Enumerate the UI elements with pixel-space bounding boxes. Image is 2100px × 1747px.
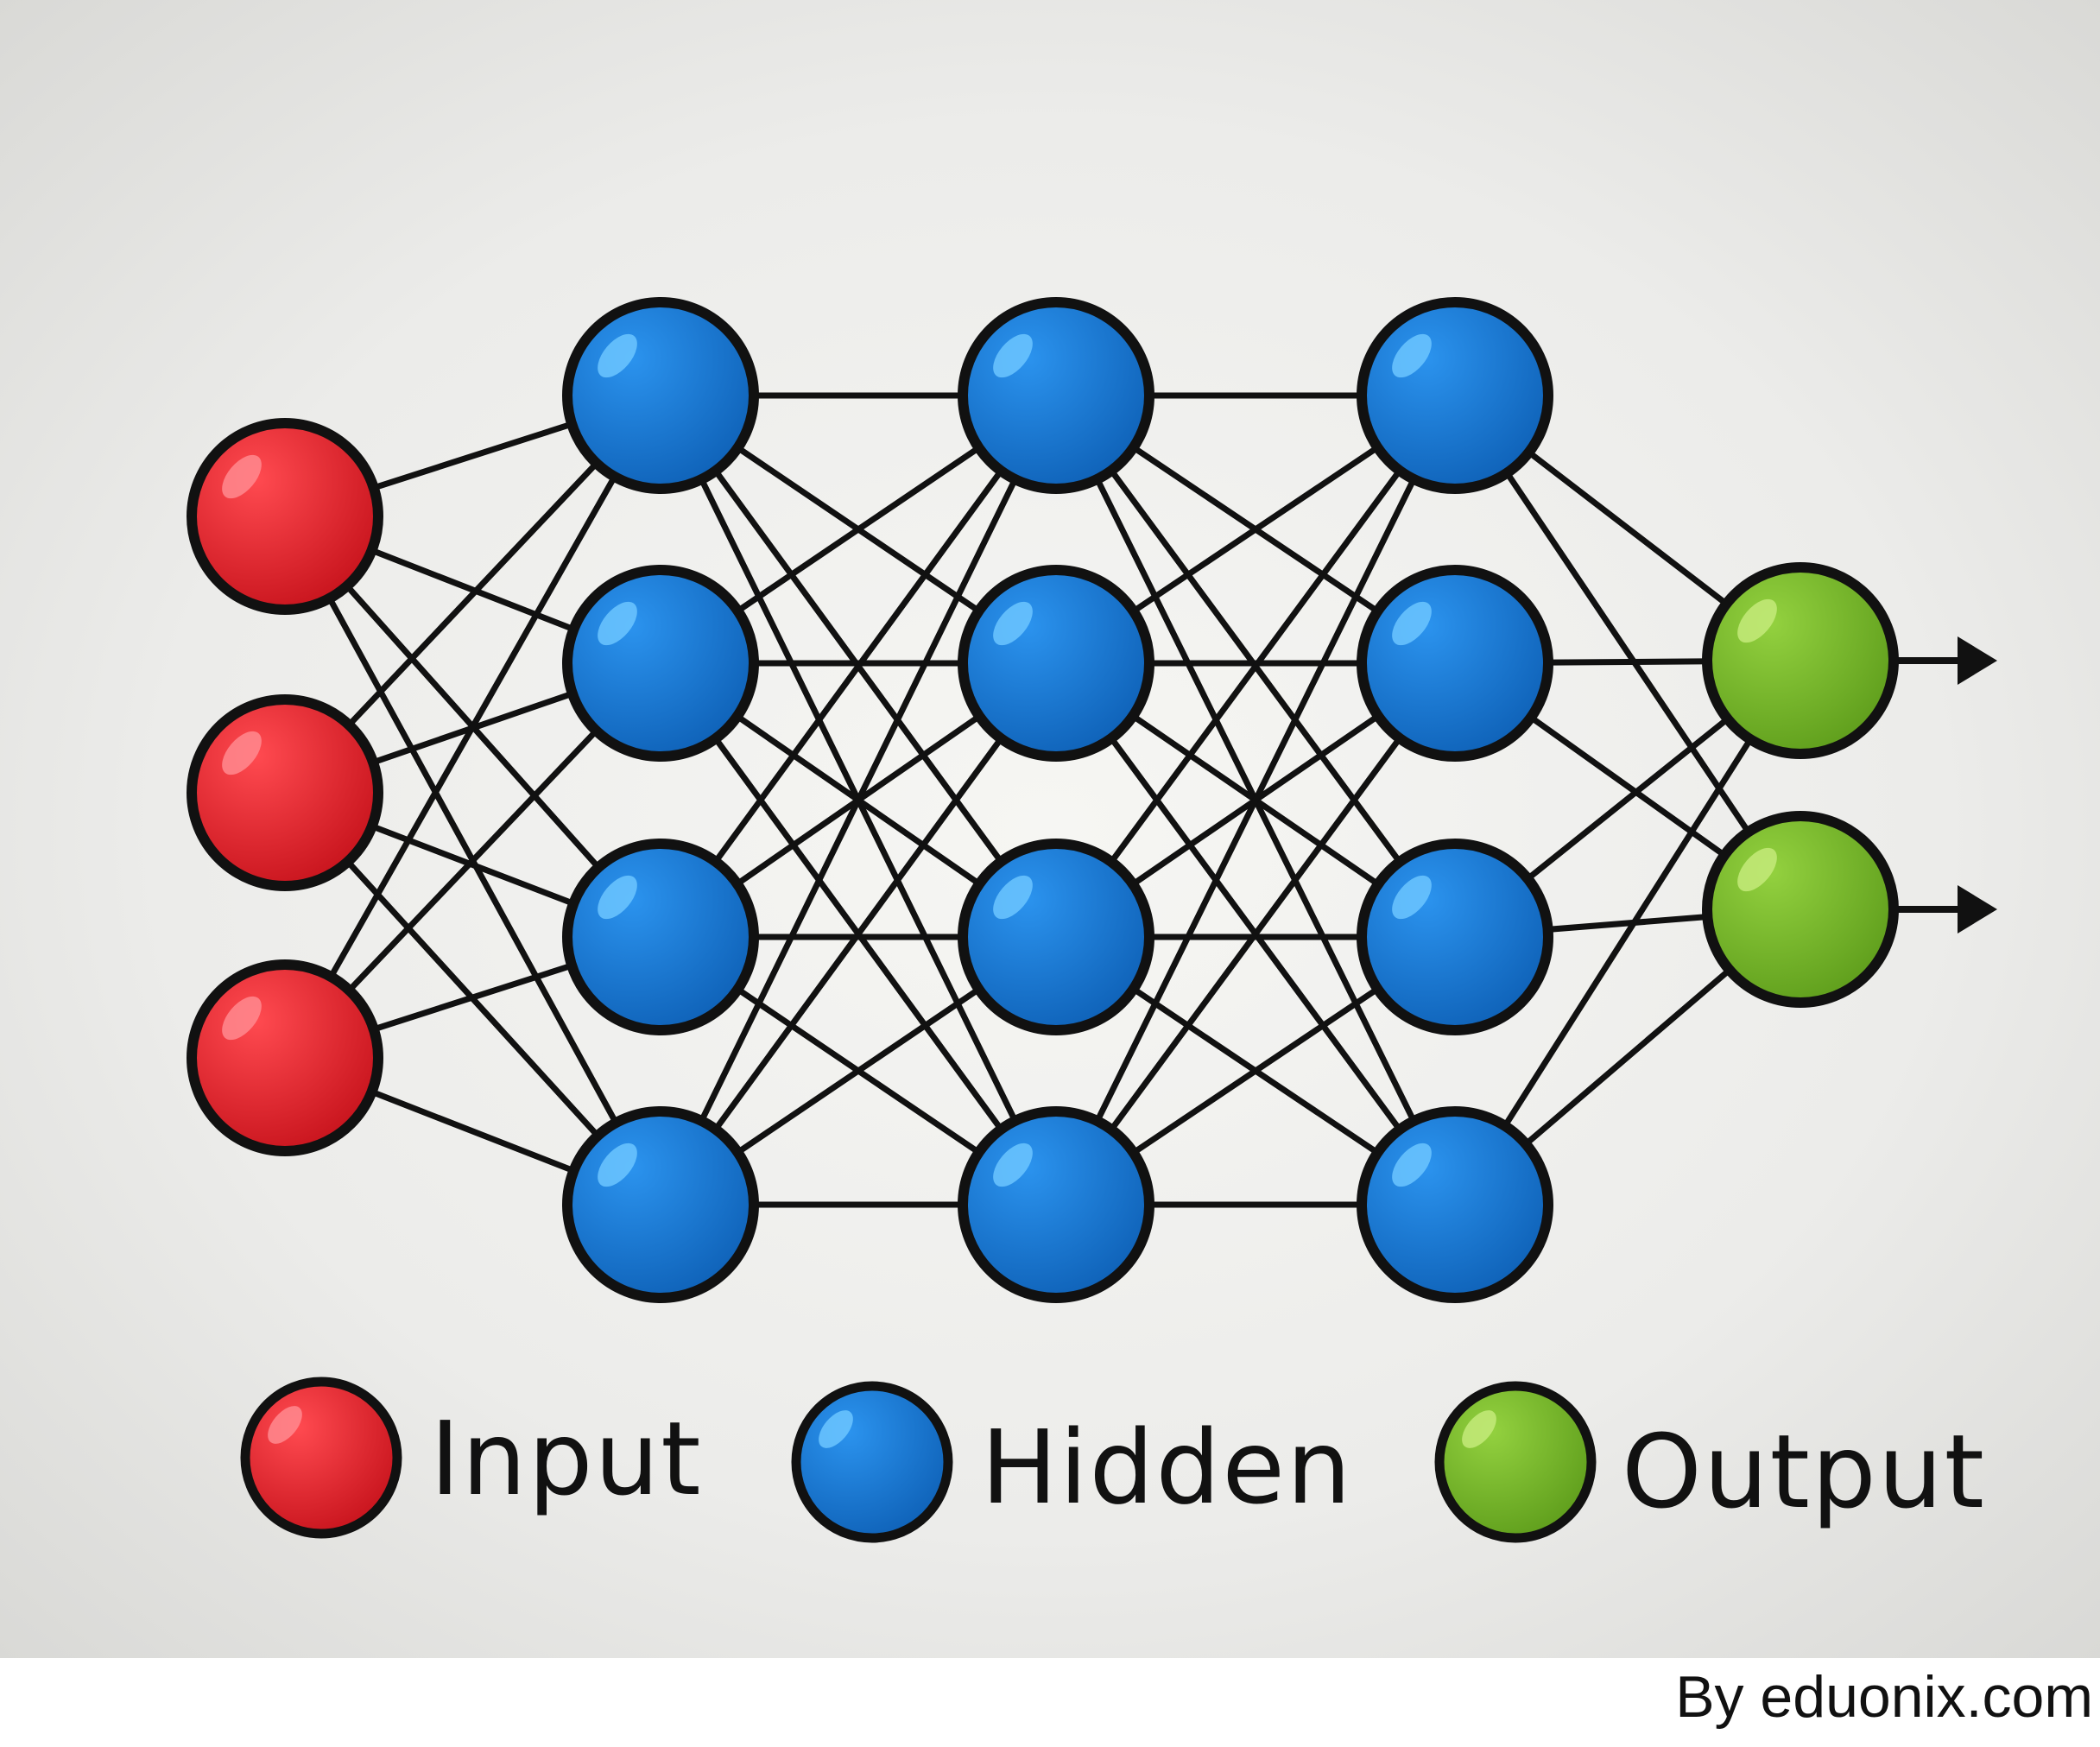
hidden-node-highlight-l2-n1: [993, 601, 1033, 646]
hidden-node-highlight-l1-n2: [598, 875, 637, 920]
hidden-node-highlight-l1-n3: [598, 1143, 637, 1187]
hidden-node-highlight-l3-n3: [1392, 1143, 1432, 1187]
output-node-highlight-l4-n0: [1737, 598, 1777, 643]
hidden-node-highlight-l2-n0: [993, 333, 1033, 378]
output-node-l4-n0: [1702, 562, 1899, 759]
output-arrow-head-1: [1958, 885, 1997, 934]
hidden-node-l1-n1: [562, 565, 759, 762]
input-node-l0-n1: [187, 694, 383, 891]
hidden-node-l1-n3: [562, 1106, 759, 1303]
connection-line-l1-n3-to-n0: [657, 392, 1059, 1208]
legend-output-swatch: [1434, 1381, 1597, 1543]
input-node-l0-n2: [187, 959, 383, 1156]
hidden-node-highlight-l1-n1: [598, 601, 637, 646]
connection-line-l1-n3-to-n1: [657, 660, 1059, 1208]
output-node-highlight-l4-n1: [1737, 847, 1777, 892]
input-node-highlight-l0-n1: [222, 731, 262, 775]
hidden-node-highlight-l3-n0: [1392, 333, 1432, 378]
legend-input-swatch: [240, 1377, 402, 1539]
legend-input-label: Input: [430, 1399, 703, 1518]
legend-hidden-label: Hidden: [981, 1408, 1353, 1527]
legend-output-label: Output: [1622, 1412, 1986, 1531]
input-node-l0-n0: [187, 418, 383, 615]
hidden-node-highlight-l3-n1: [1392, 601, 1432, 646]
hidden-node-highlight-l3-n2: [1392, 875, 1432, 920]
hidden-node-l2-n2: [958, 839, 1154, 1035]
legend-item-output: Output: [1434, 1381, 1986, 1543]
credit-text: By eduonix.com: [1675, 1664, 2093, 1730]
output-arrows: [1890, 636, 1997, 934]
connection-line-l3-n0-to-n1: [1452, 392, 1804, 913]
connection-line-l2-n2-to-n0: [1053, 392, 1458, 940]
hidden-node-l3-n3: [1357, 1106, 1553, 1303]
legend-item-hidden: Hidden: [791, 1381, 1353, 1543]
hidden-node-highlight-l1-n0: [598, 333, 637, 378]
hidden-node-l1-n2: [562, 839, 759, 1035]
hidden-node-l2-n0: [958, 297, 1154, 494]
hidden-node-l3-n1: [1357, 565, 1553, 762]
hidden-node-l1-n0: [562, 297, 759, 494]
legend-output-highlight: [1462, 1410, 1496, 1448]
legend-item-input: Input: [240, 1377, 703, 1539]
legend: Input Hidden Output: [240, 1377, 1986, 1543]
neural-network-diagram: Input Hidden Output: [187, 297, 1997, 1543]
hidden-node-l2-n3: [958, 1106, 1154, 1303]
connection-line-l3-n3-to-n0: [1452, 657, 1804, 1208]
legend-hidden-highlight: [819, 1410, 853, 1448]
input-node-highlight-l0-n2: [222, 996, 262, 1041]
hidden-node-l3-n0: [1357, 297, 1553, 494]
network-nodes: [187, 297, 1899, 1303]
hidden-node-l2-n1: [958, 565, 1154, 762]
legend-input-highlight: [268, 1406, 302, 1444]
input-node-highlight-l0-n0: [222, 454, 262, 499]
connection-line-l1-n2-to-n0: [657, 392, 1059, 940]
hidden-node-highlight-l2-n2: [993, 875, 1033, 920]
hidden-node-highlight-l2-n3: [993, 1143, 1033, 1187]
legend-hidden-swatch: [791, 1381, 953, 1543]
hidden-node-l3-n2: [1357, 839, 1553, 1035]
connection-line-l0-n2-to-n0: [281, 392, 664, 1061]
output-node-l4-n1: [1702, 811, 1899, 1008]
connection-lines: [281, 392, 1804, 1208]
connection-line-l2-n3-to-n0: [1053, 392, 1458, 1208]
connection-line-l2-n3-to-n1: [1053, 660, 1458, 1208]
output-arrow-head-0: [1958, 636, 1997, 685]
